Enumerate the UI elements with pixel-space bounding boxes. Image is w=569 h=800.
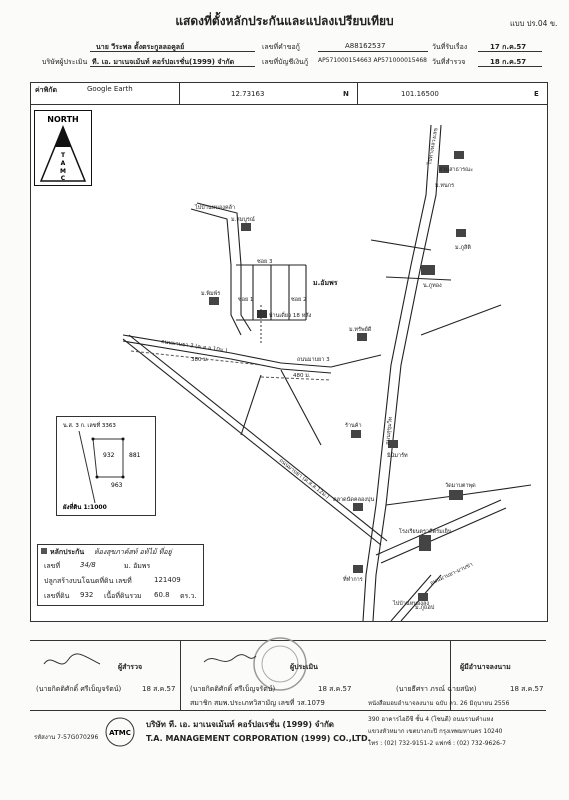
company-name-th: บริษัท ที. เอ. มาเนจเม้นท์ คอร์ปอเรชั่น … (146, 720, 334, 729)
surveyor-signature (43, 653, 101, 665)
location-map: ไปบ้านหนองคล้า ไปทางหลวงเลข ถนนมาบยา 3 (… (30, 104, 548, 622)
task-no: A88162537 (345, 42, 386, 50)
appraiser-signature (203, 654, 257, 663)
landmark-8: มินิมาร์ท (387, 452, 408, 459)
coordinate-bar: ค่าพิกัด Google Earth 12.73163 N 101.165… (30, 82, 548, 106)
road-label-4: ถนนมาบยา 3 (297, 357, 330, 363)
area-value: 60.8 (154, 591, 170, 599)
collateral-info: หลักประกัน ห้องสุขภาค์สท์ อท้ไม้ ที่อยู่… (37, 544, 204, 606)
owner-name: นาย วีระพล ตั้งตระกูลลอคูลย์ (96, 43, 185, 51)
north-letter-t: T (61, 152, 66, 159)
company-seal (253, 637, 307, 691)
landmark-7: ร้านค้า (345, 422, 362, 429)
land-no-label: เลขที่ดิน (44, 592, 70, 600)
appraiser-label: บริษัทผู้ประเมิน (42, 58, 88, 66)
inset-plot-932: 932 (103, 452, 115, 459)
road-label-6: ถนนสุขุมวิท (384, 416, 394, 445)
address-line-1: 390 อาคารไอธีซี ชั้น 4 (โซนดี) ถนนรามคำแ… (368, 716, 494, 723)
soi-3-label: ซอย 3 (257, 258, 273, 265)
north-arrow: NORTH T A M C (34, 110, 92, 186)
north-letter-m: M (60, 168, 66, 175)
landmark-9: วัดมาบตาพุด (445, 482, 476, 489)
task-no-label: เลขที่คำขอกู้ (262, 43, 300, 51)
landmark-4: ม.สมบูรณ์ (231, 216, 255, 223)
collateral-marker (41, 548, 47, 554)
logo-letters: ATMC (109, 729, 131, 737)
date-received-label: วันที่รับเรื่อง (432, 43, 468, 51)
date-survey: 18 ก.ค.57 (490, 58, 527, 66)
road-label-8: ไปบ้านหนองลุง (392, 600, 429, 607)
longitude-dir: E (534, 90, 539, 98)
land-no: 932 (80, 591, 94, 599)
landmark-1: ม.ทนกร (435, 183, 454, 189)
appraiser-role: ผู้ประเมิน (290, 663, 318, 671)
collateral-title: หลักประกัน (50, 548, 85, 556)
surveyor-date: 18 ส.ค.57 (142, 685, 176, 693)
inset-plot-881: 881 (129, 452, 141, 459)
distance-1: 380 ม. (191, 357, 209, 363)
longitude: 101.16500 (401, 90, 439, 98)
soi-1-label: ซอย 1 (238, 296, 254, 303)
area-label: เนื้อที่ดินรวม (104, 592, 142, 600)
inset-plot-963: 963 (111, 482, 123, 489)
phone-fax: โทร : (02) 732-9151-2 แฟกซ์ : (02) 732-9… (368, 740, 506, 747)
road-label-5: ถนนมาบยา (ค.ส.ล.12ม.) (278, 457, 331, 500)
distance-2: 480 ม. (293, 373, 311, 379)
authority-note: หนังสือมอบอำนาจลงนาม ฉบับ ลว. 26 มิถุนาย… (368, 700, 510, 707)
form-code: แบบ ปร.04 ข. (510, 19, 558, 28)
appraiser-company: ที. เอ. มาเนจเม้นท์ คอร์ปอเรชั่น(1999) จ… (92, 58, 235, 66)
landmark-10: ตลาดนัดคลองบุ่น (333, 496, 374, 503)
page-title: แสดงที่ตั้งหลักประกันและแปลงเปรียบเทียบ (175, 14, 394, 28)
appraiser-license: สมาชิก สมพ.ประเภทวิสามัญ เลขที่ วส.1079 (190, 699, 325, 707)
surveyor-role: ผู้สำรวจ (118, 663, 143, 671)
date-survey-label: วันที่สำรวจ (432, 58, 466, 66)
deed-no: 121409 (154, 576, 181, 584)
village-name: ม. อัมพร (124, 562, 151, 570)
north-letter-c: C (61, 175, 66, 182)
address-line-2: แขวงหัวหมาก เขตบางกะปิ กรุงเทพมหานคร 102… (368, 728, 503, 735)
road-label-7: ถนนมาบยา-มาบข่า (429, 562, 474, 587)
coord-source: Google Earth (87, 85, 133, 93)
authority-role: ผู้มีอำนาจลงนาม (460, 663, 511, 671)
inset-deed: น.ส. 3 ก. เลขที่ 3363 (63, 421, 116, 429)
area-unit: ตร.ว. (180, 592, 197, 600)
appraiser-date: 18 ส.ค.57 (318, 685, 352, 693)
landmark-6: ม.ทรัพย์ดี (349, 326, 372, 333)
inset-scale: ผังที่ดิน 1:1000 (63, 502, 107, 511)
appraisal-no-label: เลขที่บัญชีเงินกู้ (262, 58, 309, 66)
village-house-label: บ้านเดี่ยว 18 หลัง (269, 311, 312, 319)
road-label-2: ไปทางหลวงเลข (426, 127, 440, 166)
coord-label: ค่าพิกัด (35, 86, 58, 94)
house-no-label: เลขที่ (44, 562, 61, 570)
landmark-2: ม.ภูสิติ (455, 244, 471, 251)
landmark-13: ม.ภูแฮป (415, 604, 435, 611)
collateral-handwritten: ห้องสุขภาค์สท์ อท้ไม้ ที่อยู่ (94, 548, 172, 556)
north-label: NORTH (47, 115, 78, 124)
village-label: ม.อัมพร (313, 279, 338, 287)
latitude-dir: N (343, 90, 349, 98)
doc-code: รหัสงาน 7-57G070296 (34, 734, 99, 741)
appraiser-name: (นายกิตติศักดิ์ ศรีเบ็ญจรัตน์) (190, 685, 276, 693)
house-no: 34/8 (80, 561, 96, 569)
landmark-0: สวนสาธารณะ (439, 166, 473, 173)
date-received: 17 ก.ค.57 (490, 43, 527, 51)
appraisal-no: AP571000154663 AP571000015468 (318, 57, 427, 64)
landmark-11: โรงเรียนตราดีตร่มเย็น (399, 527, 452, 535)
authority-name: (นายธีศรา ภรณ์ ฉายสนิท) (396, 685, 477, 693)
landmark-12: ที่ทำการ (343, 575, 363, 583)
north-letter-a: A (61, 160, 66, 167)
map-drawing: ไปบ้านหนองคล้า ไปทางหลวงเลข ถนนมาบยา 3 (… (122, 124, 532, 622)
soi-2-label: ซอย 2 (291, 296, 307, 303)
landmark-5: ม.พิมพ์ร (201, 290, 220, 297)
landmark-3: น.ภูทอง (423, 283, 442, 289)
latitude: 12.73163 (231, 90, 265, 98)
authority-date: 18 ส.ค.57 (510, 685, 544, 693)
surveyor-name: (นายกิตติศักดิ์ ศรีเบ็ญจรัตน์) (36, 685, 122, 693)
road-label-3: ถนนมาบยา 3 (ค.ส.ล.10ม.) (161, 338, 228, 354)
deed-label: ปลูกสร้างบนโฉนดที่ดิน เลขที่ (44, 577, 132, 585)
road-label-1: ไปบ้านหนองคล้า (194, 204, 235, 211)
company-name-en: T.A. MANAGEMENT CORPORATION (1999) CO.,L… (146, 734, 371, 743)
land-plan-inset: น.ส. 3 ก. เลขที่ 3363 932 881 963 ผังที่… (56, 416, 156, 516)
company-logo: ATMC (105, 717, 135, 747)
